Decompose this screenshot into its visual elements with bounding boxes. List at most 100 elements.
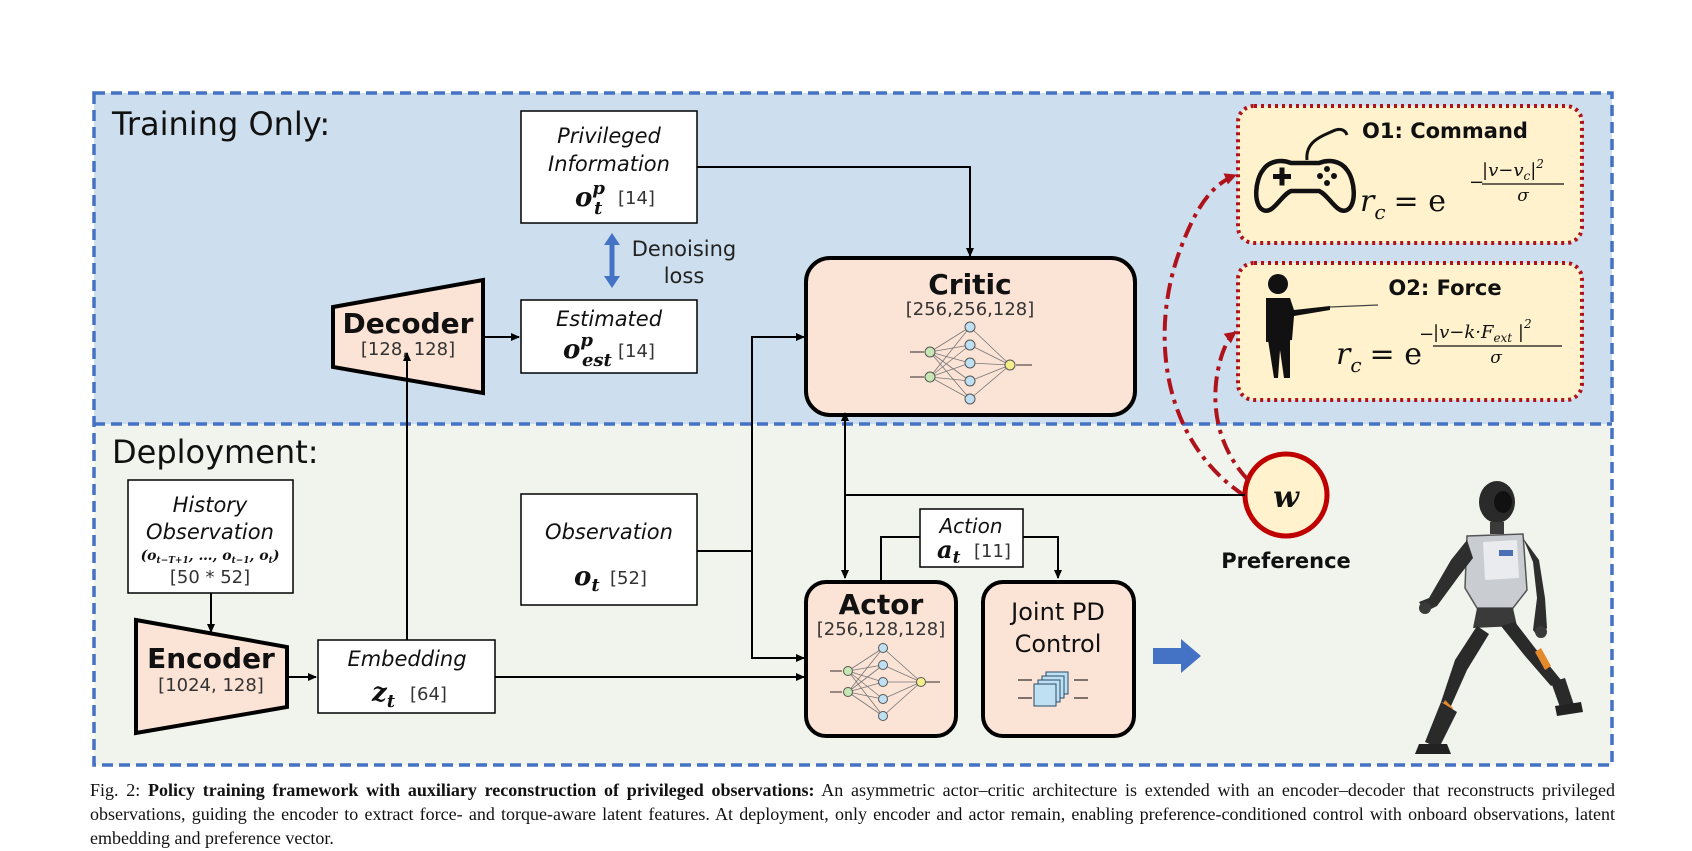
action-label: Action <box>938 514 1003 538</box>
joint-pd-line2: Control <box>1015 630 1102 658</box>
force-lhs-sub: c <box>1350 353 1361 377</box>
embedding-symbol: z <box>371 678 388 708</box>
observation-to-critic-connector <box>697 333 805 552</box>
force-title: O2: Force <box>1388 276 1501 300</box>
history-observation-box: History Observation (ot−T+1, …, ot−1, ot… <box>127 479 294 594</box>
force-exp-num: |v−k·F <box>1433 322 1495 343</box>
command-exp-num: |v−v <box>1482 160 1523 181</box>
actor-to-action-connector <box>880 536 920 582</box>
svg-text:|v−k·Fext |2: |v−k·Fext |2 <box>1433 317 1532 345</box>
force-eq: = e <box>1370 337 1422 372</box>
privileged-sub: t <box>594 198 603 219</box>
force-exp-den: σ <box>1490 348 1502 368</box>
svg-text:(ot−T+1, …, ot−1, ot): (ot−T+1, …, ot−1, ot) <box>141 548 280 566</box>
history-seq-mid2: , o <box>249 548 269 564</box>
history-seq-sub1: t−T+1 <box>157 556 189 566</box>
action-dim: [11] <box>974 541 1011 562</box>
force-exp-minus: − <box>1419 324 1434 345</box>
history-dim: [50 * 52] <box>170 567 250 588</box>
force-exp-sq: 2 <box>1523 317 1532 331</box>
svg-text:rc= e: rc = e <box>1336 337 1422 377</box>
actor-block: Actor [256,128,128] <box>804 580 958 738</box>
observation-dim: [52] <box>610 568 647 589</box>
history-seq-sub2: t−1 <box>232 556 250 566</box>
action-sub: t <box>953 548 961 568</box>
preference-node: w Preference <box>1221 451 1351 573</box>
observation-to-actor-connector <box>751 551 805 662</box>
privileged-line1: Privileged <box>557 124 661 148</box>
history-seq-mid: , …, o <box>188 548 232 564</box>
estimated-symbol: o <box>563 335 580 365</box>
joint-pd-line1: Joint PD <box>1009 598 1105 626</box>
actor-label: Actor <box>839 588 924 621</box>
embedding-sub: t <box>387 691 396 712</box>
outer-dashed-border <box>92 91 1614 767</box>
encoder-label: Encoder <box>147 642 275 675</box>
command-exp-den: σ <box>1517 186 1529 206</box>
estimated-sup: p <box>580 330 593 351</box>
command-exp-num-end: | <box>1530 160 1536 181</box>
command-exp-num-sub: c <box>1523 169 1530 183</box>
force-exp-num-sub: ext <box>1493 331 1512 345</box>
training-label: Training Only: <box>111 105 330 143</box>
svg-text:rc= e: rc = e <box>1360 184 1446 224</box>
objective-force: O2: Force rc = e − |v−k·Fext |2 σ <box>1236 261 1584 402</box>
svg-text:ot: ot <box>574 562 600 596</box>
privileged-to-critic-connector <box>697 166 974 257</box>
critic-dims: [256,256,128] <box>906 299 1035 320</box>
encoder-block: Encoder [1024, 128] <box>134 617 289 736</box>
embedding-box: Embedding zt [64] <box>317 639 496 714</box>
history-line1: History <box>173 493 248 517</box>
decoder-dims: [128, 128] <box>361 339 455 360</box>
figure-caption: Fig. 2: Policy training framework with a… <box>90 778 1615 850</box>
embedding-dim: [64] <box>410 684 447 705</box>
observation-sub: t <box>591 575 600 596</box>
objective-command: O1: Command rc= e − |v−vc|2 σ <box>1236 104 1584 245</box>
svg-text:zt: zt <box>371 678 396 712</box>
preference-symbol: w <box>1273 480 1300 515</box>
svg-text:|v−vc|2: |v−vc|2 <box>1482 157 1544 183</box>
decoder-label: Decoder <box>343 307 474 340</box>
command-lhs: r <box>1360 184 1376 219</box>
privileged-sup: p <box>592 178 605 199</box>
preference-to-force-arrow <box>1213 330 1250 482</box>
command-exp-sq: 2 <box>1535 157 1544 171</box>
deployment-label: Deployment: <box>112 433 319 471</box>
history-seq-start: (o <box>141 548 157 564</box>
observation-box: Observation ot [52] <box>520 493 698 606</box>
command-title: O1: Command <box>1362 119 1528 143</box>
estimated-dim: [14] <box>618 341 655 362</box>
command-eq: = e <box>1394 184 1446 219</box>
observation-label: Observation <box>545 520 673 544</box>
gamepad-icon <box>1254 127 1356 213</box>
embedding-label: Embedding <box>347 647 466 671</box>
svg-text:opt: opt <box>575 178 605 219</box>
critic-label: Critic <box>928 268 1012 301</box>
estimated-label: Estimated <box>556 307 663 331</box>
action-to-joint-pd-connector <box>1023 536 1062 579</box>
command-lhs-sub: c <box>1374 200 1385 224</box>
command-exp-minus: − <box>1469 172 1484 193</box>
privileged-symbol: o <box>575 183 592 213</box>
child-pushing-icon <box>1266 274 1379 378</box>
history-seq-end: ) <box>272 548 280 564</box>
preference-label: Preference <box>1221 549 1351 573</box>
humanoid-robot-image <box>1415 481 1583 754</box>
preference-to-command-arrow <box>1162 173 1247 498</box>
decoder-block: Decoder [128, 128] <box>331 277 485 396</box>
force-lhs: r <box>1336 337 1352 372</box>
joint-pd-control-block: Joint PD Control <box>981 580 1136 738</box>
svg-text:at: at <box>937 535 961 568</box>
denoising-loss: Denoising loss <box>604 233 736 288</box>
right-arrow-icon <box>1153 639 1201 673</box>
action-symbol: a <box>937 535 953 564</box>
history-line2: Observation <box>146 520 274 544</box>
encoder-dims: [1024, 128] <box>158 675 264 696</box>
action-box: Action at [11] <box>919 508 1024 568</box>
neural-network-icon <box>910 321 1032 405</box>
stacked-blocks-icon <box>1018 671 1088 707</box>
history-seq-sub3: t <box>269 556 274 566</box>
